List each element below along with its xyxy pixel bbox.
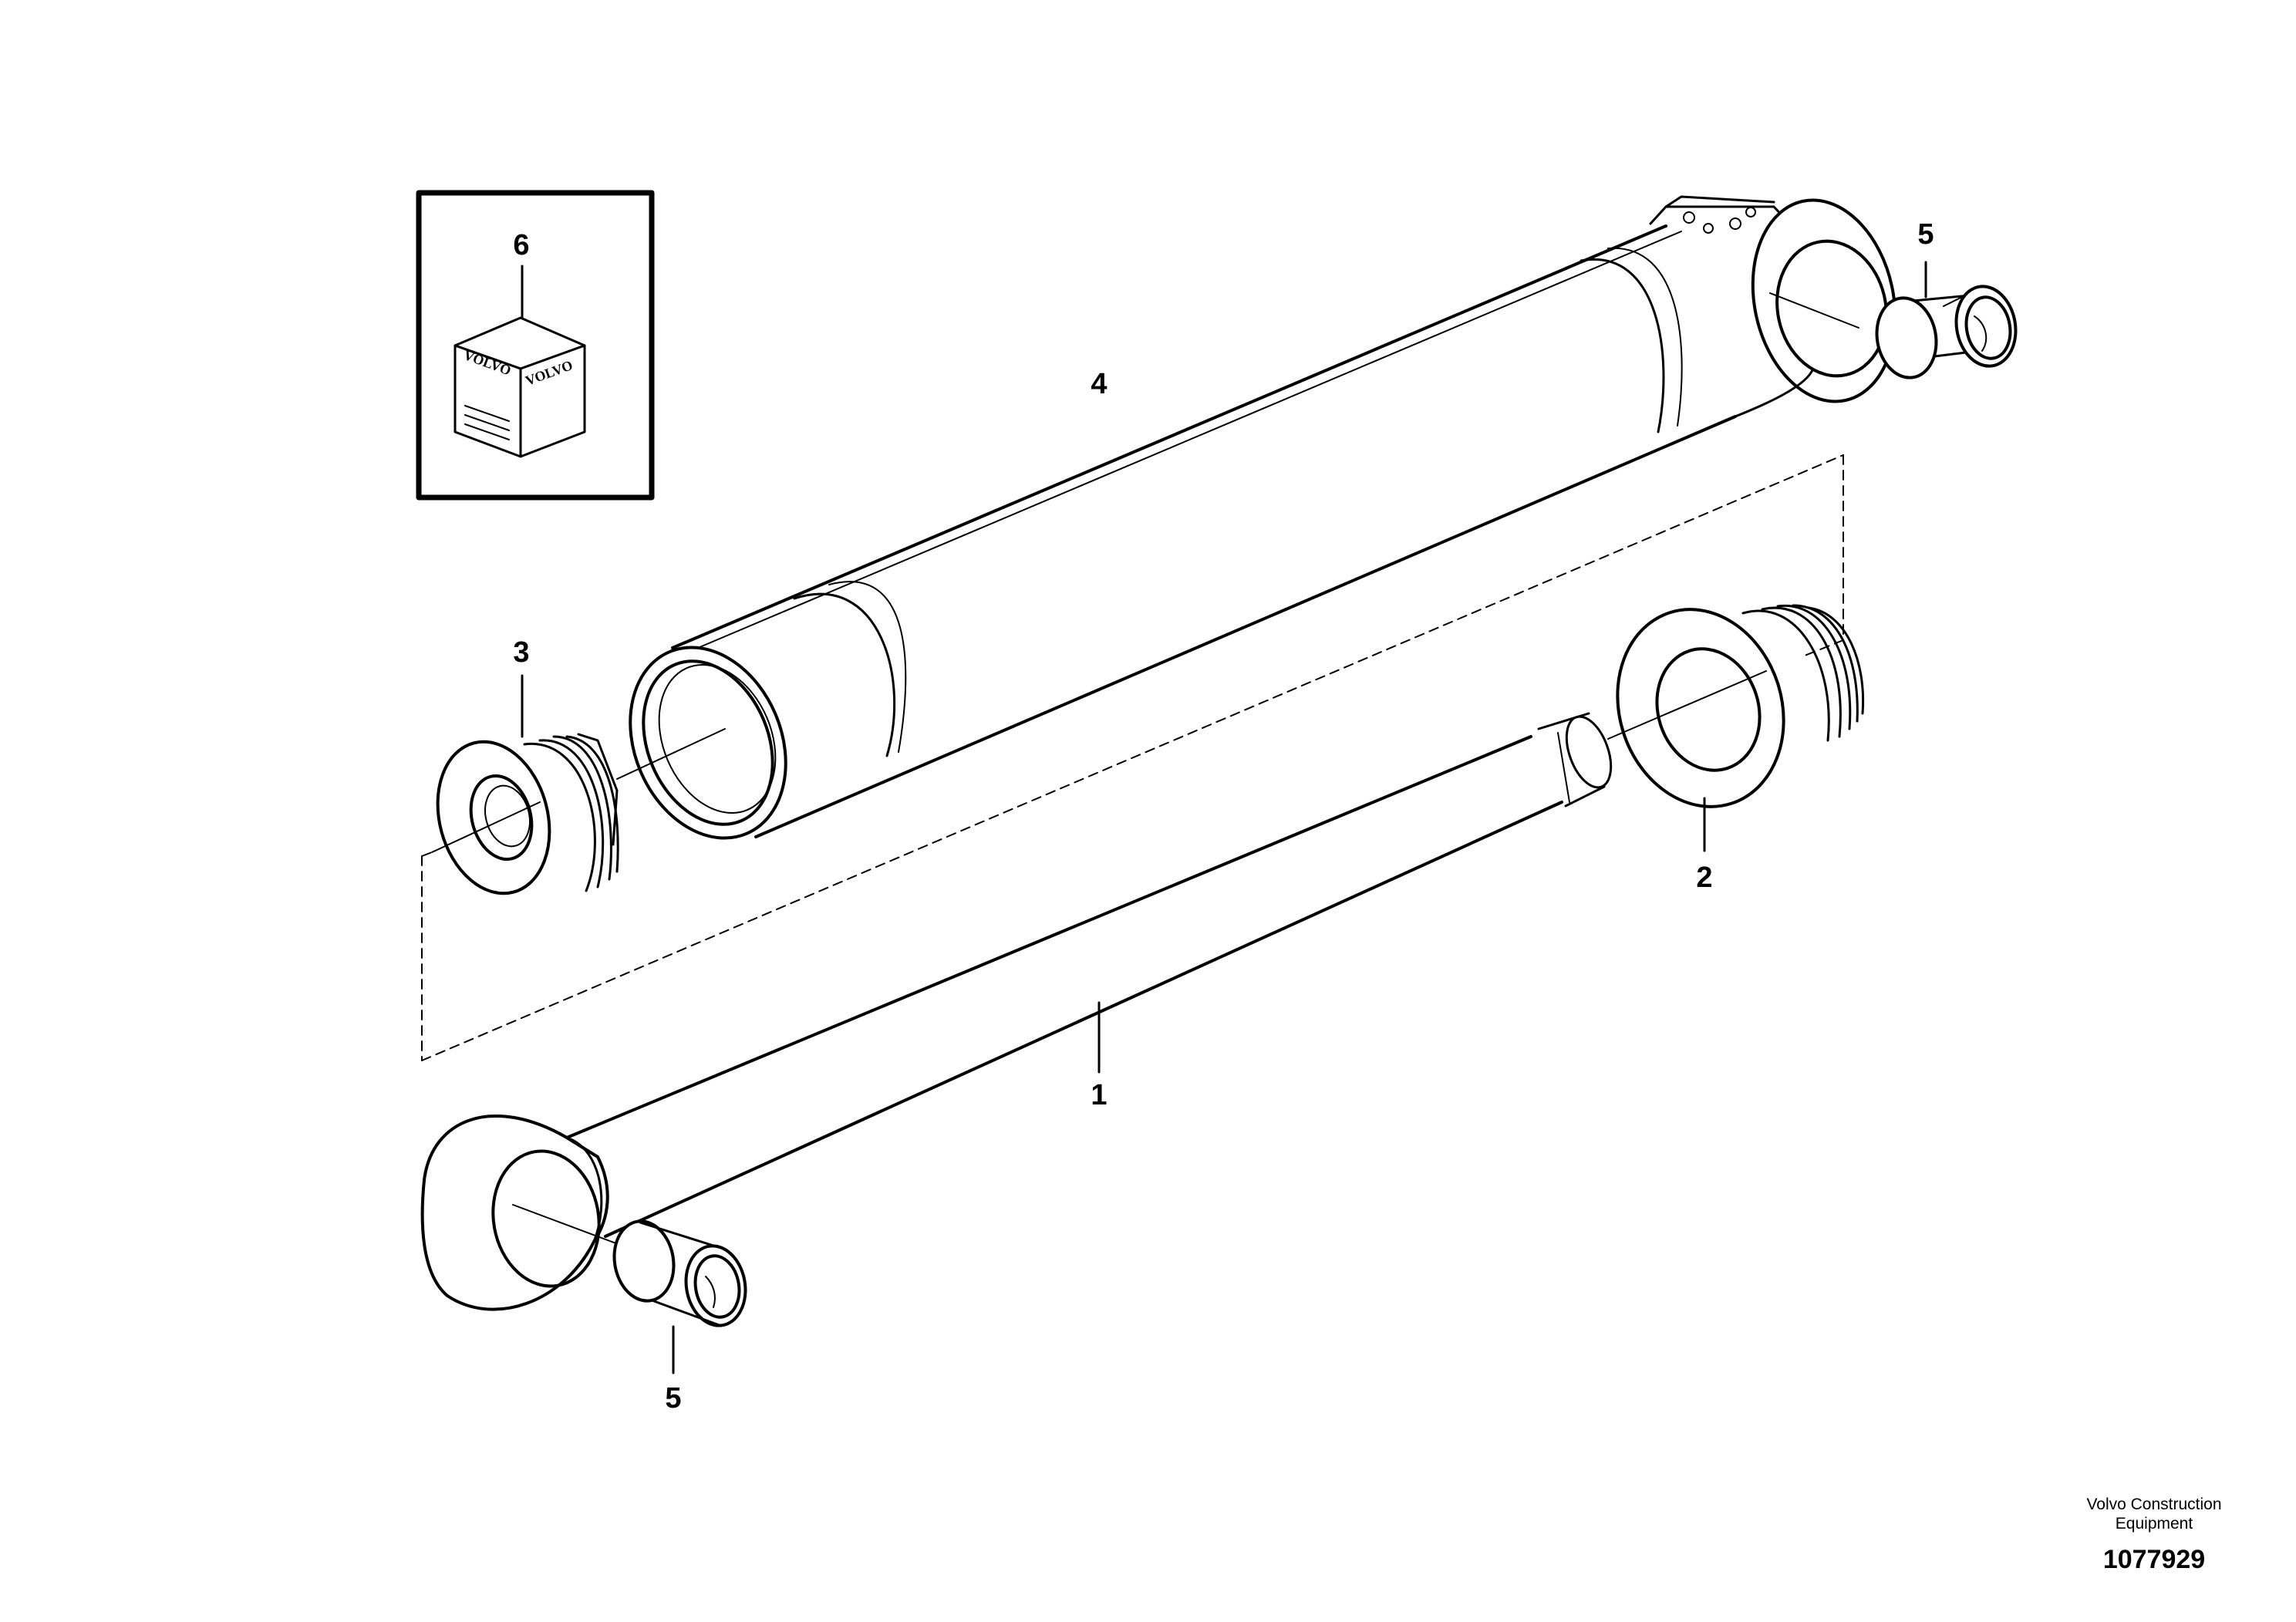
callout-1: 1 <box>1091 1079 1107 1111</box>
bushing-top <box>1875 261 2018 379</box>
bushing-bottom <box>612 1219 747 1374</box>
callout-4: 4 <box>1091 368 1107 400</box>
piston-rod <box>420 712 1613 1311</box>
callout-2: 2 <box>1696 862 1712 894</box>
volvo-package-icon <box>453 316 586 458</box>
callout-6: 6 <box>513 229 529 261</box>
cylinder-head-gland <box>1607 604 1865 852</box>
callout-5-bottom: 5 <box>665 1382 681 1415</box>
company-name-line2: Equipment <box>2116 1515 2193 1533</box>
company-name-line1: Volvo Construction <box>2086 1496 2221 1513</box>
kit-box <box>416 190 655 501</box>
cylinder-tube <box>629 195 1897 840</box>
callout-3: 3 <box>513 636 529 669</box>
footer: Volvo Construction Equipment 1077929 <box>2086 1496 2221 1574</box>
piston <box>431 674 726 895</box>
kit-dashed-outline <box>421 454 1844 1061</box>
callout-5-top: 5 <box>1917 218 1934 251</box>
figure-number: 1077929 <box>2103 1545 2205 1574</box>
